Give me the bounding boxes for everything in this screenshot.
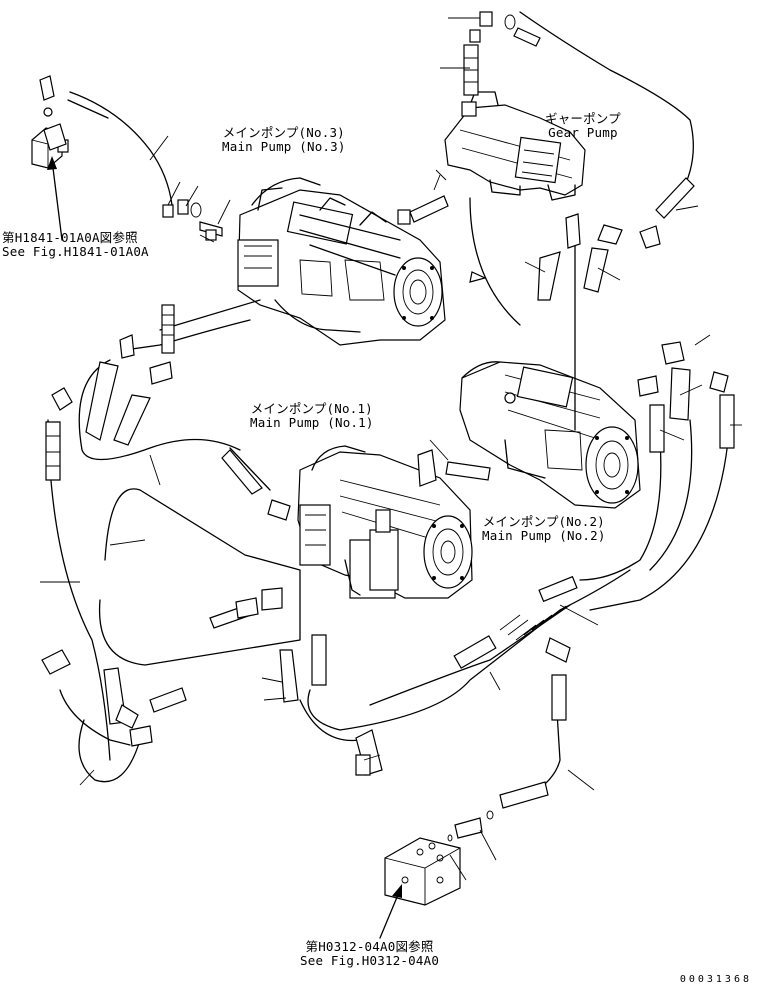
- label-en: Main Pump (No.2): [482, 528, 606, 543]
- label-ref-top: 第H1841-01A0A図参照 See Fig.H1841-01A0A: [2, 231, 149, 259]
- fitting-block-icon: [384, 837, 461, 906]
- label-en: Gear Pump: [548, 125, 618, 140]
- pump-no2-icon: [459, 361, 641, 509]
- label-ref-bottom: 第H0312-04A0図参照 See Fig.H0312-04A0: [300, 940, 439, 968]
- label-main-pump-3: メインポンプ(No.3) Main Pump (No.3): [222, 126, 346, 154]
- pump-no3-icon: [237, 177, 446, 346]
- fittings: [41, 11, 735, 842]
- label-en: See Fig.H1841-01A0A: [2, 244, 149, 259]
- label-jp: メインポンプ(No.2): [482, 514, 605, 529]
- label-jp: メインポンプ(No.1): [250, 401, 373, 416]
- label-main-pump-1: メインポンプ(No.1) Main Pump (No.1): [250, 402, 374, 430]
- valve-block-icon: [31, 75, 69, 169]
- hose-lines: [47, 11, 731, 796]
- label-en: See Fig.H0312-04A0: [300, 953, 440, 968]
- drawing-number: 00031368: [679, 974, 752, 985]
- label-gear-pump: ギャーポンプ Gear Pump: [545, 112, 621, 140]
- reference-arrows: [47, 156, 402, 939]
- gear-pump-icon: [444, 91, 586, 201]
- label-jp: 第H0312-04A0図参照: [305, 939, 434, 954]
- label-main-pump-2: メインポンプ(No.2) Main Pump (No.2): [482, 515, 606, 543]
- label-jp: 第H1841-01A0A図参照: [2, 230, 138, 245]
- label-jp: メインポンプ(No.3): [222, 125, 345, 140]
- pump-no1-icon: [297, 445, 473, 599]
- label-en: Main Pump (No.1): [250, 415, 374, 430]
- label-jp: ギャーポンプ: [545, 111, 621, 126]
- leader-lines: [40, 17, 742, 881]
- label-en: Main Pump (No.3): [222, 139, 346, 154]
